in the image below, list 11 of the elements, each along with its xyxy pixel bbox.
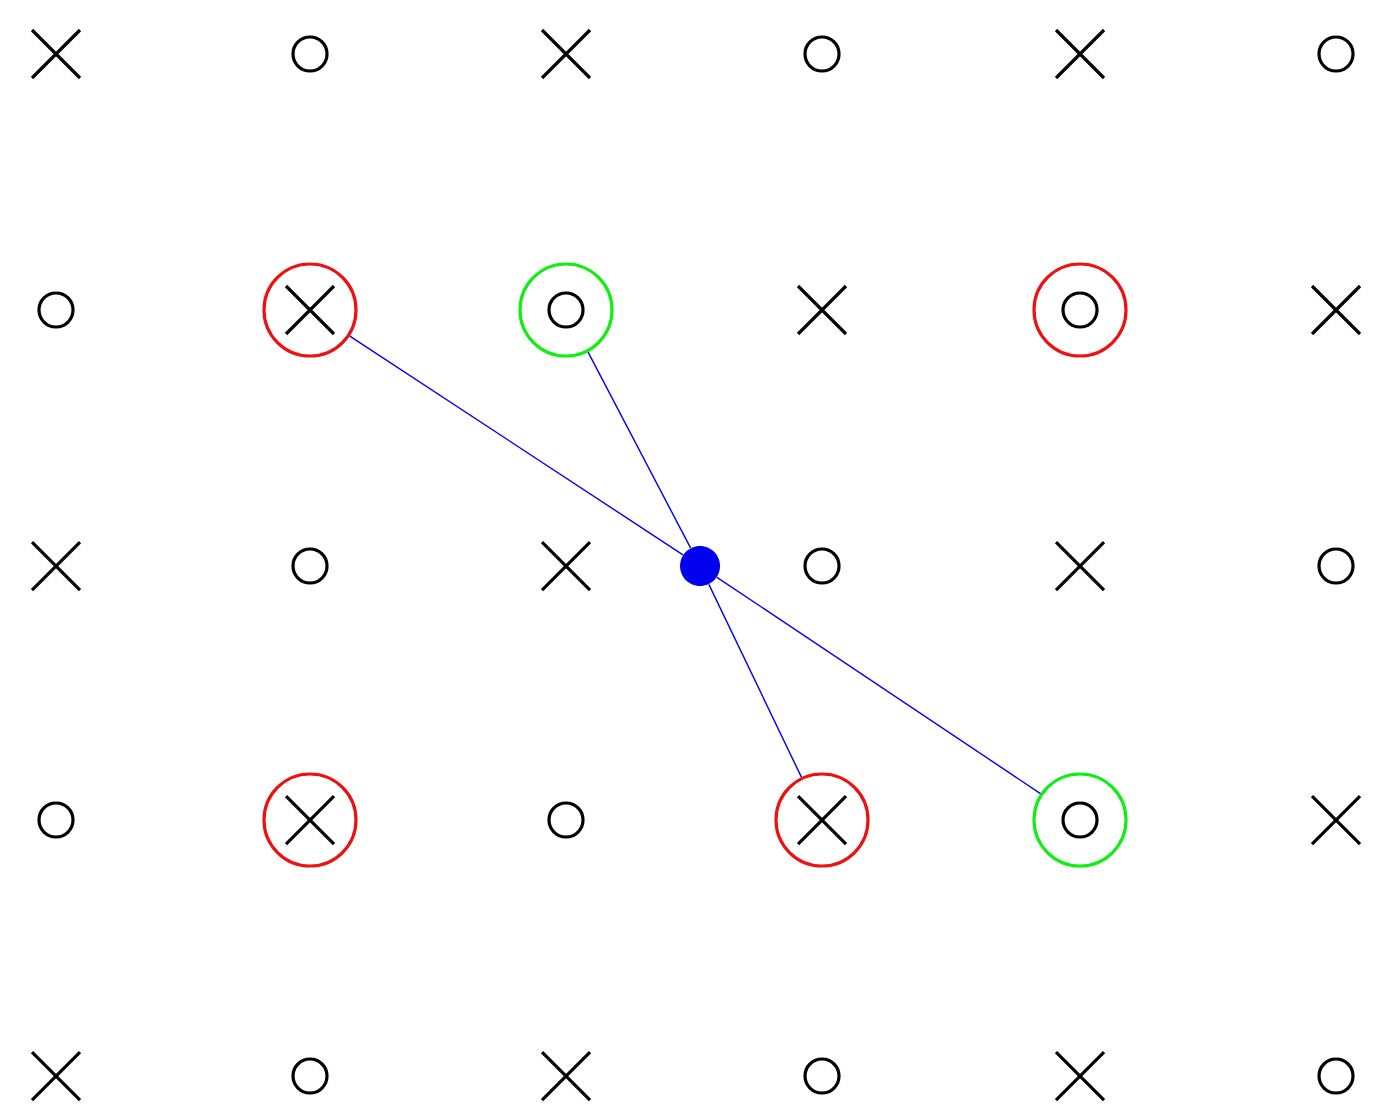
connector-line	[349, 335, 684, 556]
ringed-cross	[774, 772, 870, 868]
connector-line	[708, 583, 803, 778]
ringed-circle	[518, 262, 614, 358]
dot-marker	[680, 546, 720, 586]
ringed-circle	[1032, 262, 1128, 358]
connector-line	[587, 351, 692, 549]
ringed-cross	[262, 772, 358, 868]
ringed-circle	[1032, 772, 1128, 868]
ringed-cross	[262, 262, 358, 358]
connector-line	[716, 576, 1042, 795]
